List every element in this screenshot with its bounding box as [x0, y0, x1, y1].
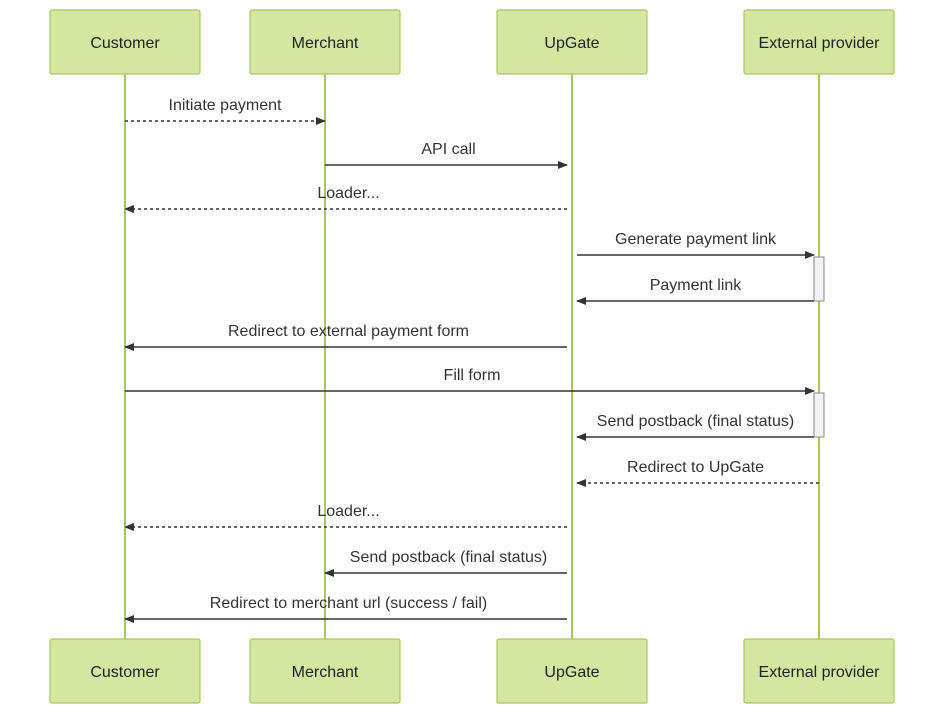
message-label: Redirect to merchant url (success / fail… [210, 595, 487, 612]
actor-label: Merchant [292, 35, 359, 52]
message-label: Fill form [444, 367, 501, 384]
message-label: Payment link [650, 277, 743, 294]
actor-merchant-top: Merchant [249, 9, 401, 75]
message-label: Redirect to UpGate [627, 459, 764, 476]
message-2: API call [325, 141, 568, 169]
message-label: Redirect to external payment form [228, 323, 469, 340]
actor-label: External provider [759, 664, 881, 681]
message-label: API call [421, 141, 475, 158]
activation-bar-1 [813, 256, 825, 302]
message-label: Send postback (final status) [350, 549, 547, 566]
message-label: Initiate payment [169, 97, 283, 114]
message-7: Fill form [125, 367, 815, 395]
actor-box [249, 638, 401, 704]
actor-customer-top: Customer [49, 9, 201, 75]
actor-box [49, 9, 201, 75]
actor-box [496, 9, 648, 75]
actor-upgate-bottom: UpGate [496, 638, 648, 704]
message-12: Redirect to merchant url (success / fail… [124, 595, 567, 623]
message-5: Payment link [576, 277, 814, 305]
message-3: Loader... [124, 185, 567, 213]
lifelines [124, 74, 820, 639]
activations [813, 256, 825, 438]
actor-provider-bottom: External provider [743, 638, 895, 704]
message-label: Loader... [317, 503, 379, 520]
message-6: Redirect to external payment form [124, 323, 567, 351]
message-label: Loader... [317, 185, 379, 202]
actor-label: External provider [759, 35, 881, 52]
actor-box [49, 638, 201, 704]
actor-box [743, 638, 895, 704]
message-8: Send postback (final status) [576, 413, 814, 441]
message-9: Redirect to UpGate [576, 459, 819, 487]
actor-box [249, 9, 401, 75]
actor-provider-top: External provider [743, 9, 895, 75]
actor-label: Customer [90, 35, 160, 52]
actor-box [743, 9, 895, 75]
actor-label: Merchant [292, 664, 359, 681]
actors: CustomerCustomerMerchantMerchantUpGateUp… [49, 9, 895, 704]
message-10: Loader... [124, 503, 567, 531]
message-label: Generate payment link [615, 231, 777, 248]
actor-label: UpGate [544, 664, 599, 681]
actor-merchant-bottom: Merchant [249, 638, 401, 704]
actor-customer-bottom: Customer [49, 638, 201, 704]
message-11: Send postback (final status) [324, 549, 567, 577]
actor-label: UpGate [544, 35, 599, 52]
message-label: Send postback (final status) [597, 413, 794, 430]
actor-box [496, 638, 648, 704]
actor-upgate-top: UpGate [496, 9, 648, 75]
actor-label: Customer [90, 664, 160, 681]
activation-bar-2 [813, 392, 825, 438]
message-4: Generate payment link [577, 231, 815, 259]
message-1: Initiate payment [125, 97, 326, 125]
